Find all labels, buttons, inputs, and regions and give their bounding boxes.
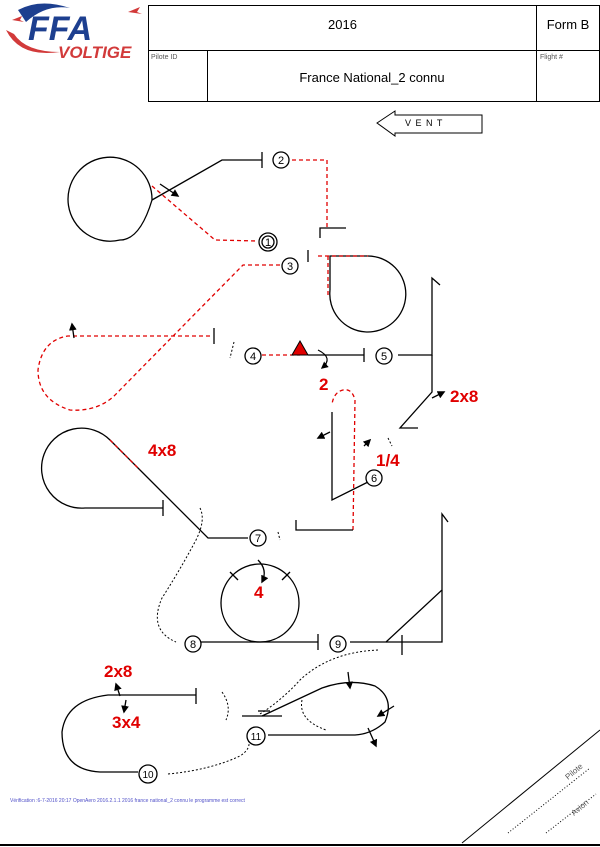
header-form: Form B: [546, 17, 590, 32]
figure-8-marker: [184, 635, 202, 653]
pilot-sign-label: Pilote: [564, 761, 586, 781]
figure-7-path: [40, 427, 248, 539]
figure-2-marker: [272, 151, 290, 169]
figure-4-number: 4: [250, 351, 256, 363]
figure-1-path: [67, 152, 263, 242]
figure-7-number: 7: [255, 533, 261, 545]
roll-label-fig10a: 2x8: [104, 662, 132, 681]
figure-10-number: 10: [142, 770, 154, 781]
figure-10-path: [61, 682, 197, 773]
figure-11-number: 11: [251, 732, 262, 743]
roll-label-fig4: 2: [319, 375, 328, 394]
signature-corner: [0, 729, 600, 846]
verification-footer: Vérification :6-7-2016 20:17 OpenAero 20…: [10, 798, 245, 804]
figure-9-number: 9: [335, 639, 341, 651]
figure-5-marker: [375, 347, 393, 365]
wind-arrow: [376, 110, 483, 137]
plane-sign-label: Avion: [570, 798, 591, 818]
wind-label: V E N T: [405, 118, 444, 128]
svg-text:VOLTIGE: VOLTIGE: [58, 43, 132, 62]
figure-5-path: [398, 276, 446, 429]
figure-4-marker: [244, 347, 262, 365]
roll-label-fig7: 4x8: [148, 441, 176, 460]
figure-8-number: 8: [190, 639, 196, 651]
connector-7-8: [156, 507, 203, 643]
figure-3-number: 3: [287, 261, 293, 273]
pilot-id-label: Pilote ID: [151, 54, 178, 61]
figure-8-path: [200, 559, 319, 650]
figure-5-number: 5: [381, 351, 387, 363]
header-year: 2016: [328, 17, 357, 32]
figure-3-path: [307, 227, 407, 333]
entry-line-6: [331, 389, 356, 531]
svg-text:FFA: FFA: [28, 10, 92, 48]
roll-label-fig8: 4: [254, 583, 264, 602]
arrow-3-4: [69, 322, 77, 339]
figure-1-number: 1: [265, 237, 271, 249]
figure-4-triangle: [291, 339, 309, 356]
figure-11-path: [242, 671, 395, 748]
program-title: France National_2 connu: [299, 70, 445, 85]
flight-number-label: Flight #: [540, 54, 563, 61]
entry-line-1: [151, 185, 259, 242]
figure-3-marker: [281, 257, 299, 275]
ffa-voltige-logo: FFA VOLTIGE: [6, 3, 142, 62]
figure-6-path: [295, 412, 372, 531]
connector-9-11: [259, 649, 379, 715]
figure-6-marker: [365, 469, 383, 487]
figure-2-number: 2: [278, 155, 284, 167]
entry-line-7: [109, 439, 141, 471]
figure-9-marker: [329, 635, 347, 653]
figure-7-marker: [249, 529, 267, 547]
roll-label-fig10b: 3x4: [112, 713, 141, 732]
connector-10-11: [167, 739, 250, 775]
figure-9-path: [350, 512, 449, 655]
figure-10-marker: [138, 764, 158, 784]
figure-11-marker: [246, 726, 266, 746]
connector-2: [292, 159, 328, 230]
entry-line-3-4: [37, 264, 280, 411]
roll-label-fig6: 1/4: [376, 451, 400, 470]
figure-6-number: 6: [371, 473, 377, 485]
roll-label-fig5: 2x8: [450, 387, 478, 406]
